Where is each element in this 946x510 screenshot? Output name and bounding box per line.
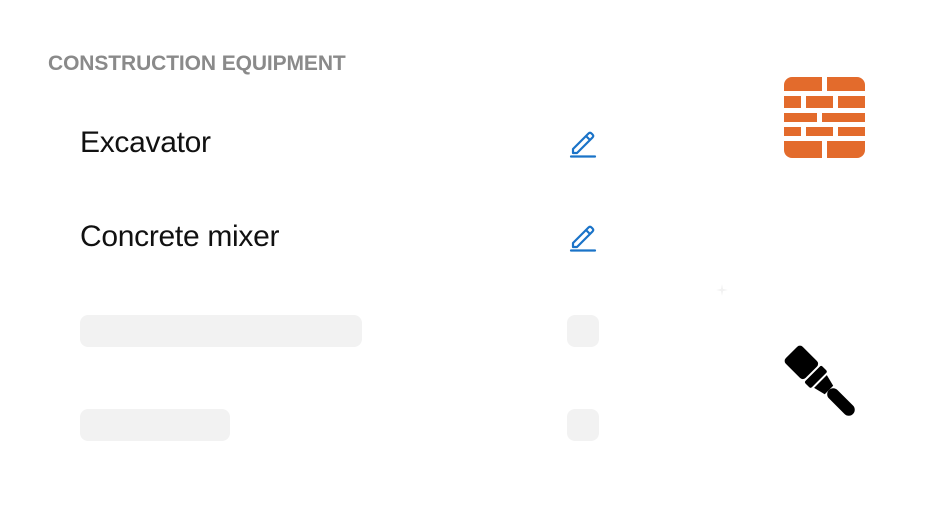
brick-wall-icon [784,77,865,158]
paint-brush-icon [784,345,855,416]
edit-concrete-mixer-button[interactable] [566,220,600,254]
pencil-icon [569,225,597,252]
equipment-item-label: Excavator [80,126,211,159]
skeleton-button-placeholder [567,315,599,347]
sparkle-icon [716,284,728,296]
skeleton-label-placeholder [80,409,230,441]
pencil-icon [569,131,597,158]
edit-excavator-button[interactable] [566,126,600,160]
skeleton-button-placeholder [567,409,599,441]
equipment-item-label: Concrete mixer [80,220,280,253]
skeleton-label-placeholder [80,315,362,347]
section-heading: CONSTRUCTION EQUIPMENT [48,52,346,75]
